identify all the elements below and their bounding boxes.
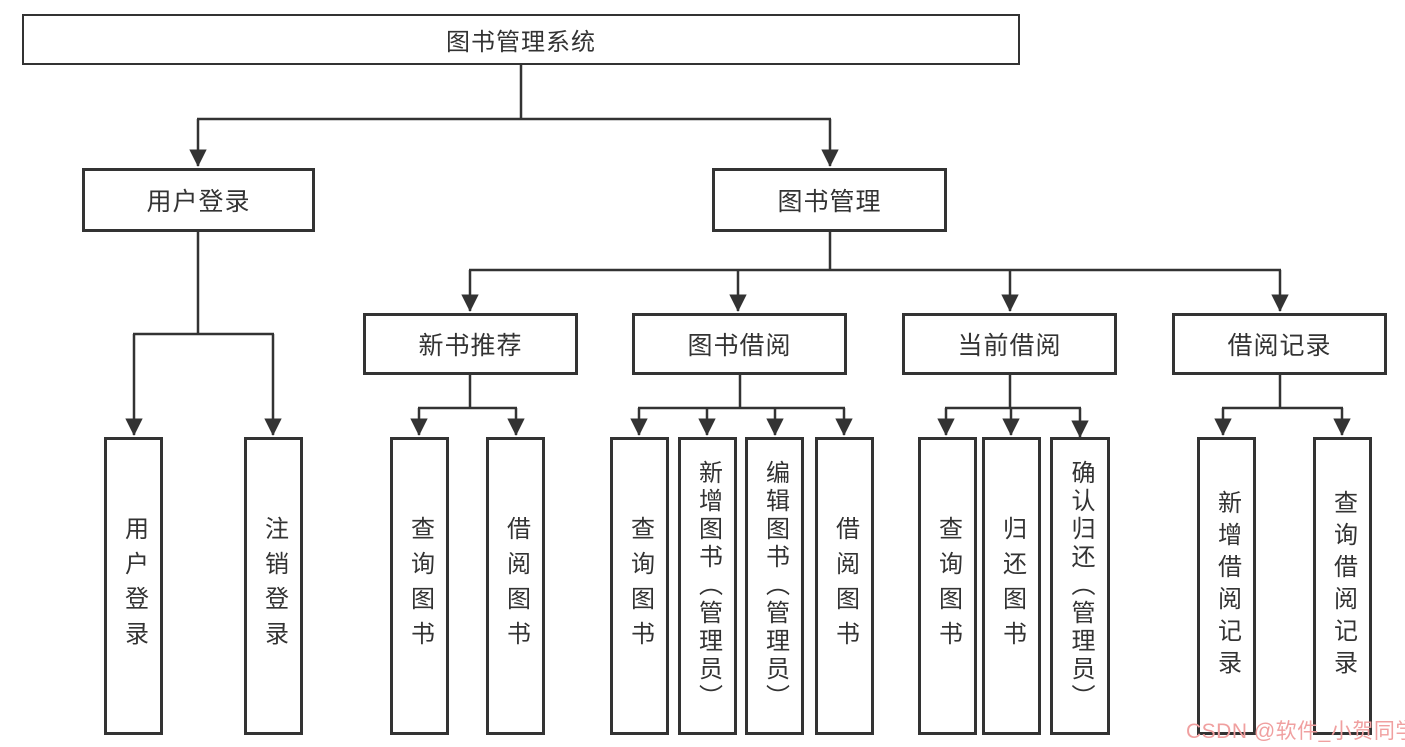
node-new-book-recommendation: 新书推荐 xyxy=(363,313,578,375)
leaf-borrow-books: 借阅图书 xyxy=(815,437,874,735)
node-user-login: 用户登录 xyxy=(82,168,315,232)
node-label: 新增图书（管理员） xyxy=(694,460,722,712)
node-current-borrowing: 当前借阅 xyxy=(902,313,1117,375)
node-label: 用户登录 xyxy=(146,188,251,216)
node-label: 查询图书 xyxy=(626,516,654,656)
leaf-query-books: 查询图书 xyxy=(610,437,669,735)
node-label: 借阅图书 xyxy=(502,516,530,656)
leaf-query-books: 查询图书 xyxy=(918,437,977,735)
node-label: 图书借阅 xyxy=(687,332,792,360)
node-label: 图书管理系统 xyxy=(446,29,596,56)
node-book-management: 图书管理 xyxy=(712,168,947,232)
node-label: 图书管理 xyxy=(777,188,882,216)
leaf-user-login: 用户登录 xyxy=(104,437,163,735)
node-label: 注销登录 xyxy=(260,516,288,656)
leaf-query-books: 查询图书 xyxy=(390,437,449,735)
node-borrowing-records: 借阅记录 xyxy=(1172,313,1387,375)
node-label: 编辑图书（管理员） xyxy=(761,460,789,712)
leaf-add-books-admin: 新增图书（管理员） xyxy=(678,437,737,735)
csdn-watermark: CSDN @软件_小贺同学 xyxy=(1186,720,1405,743)
node-label: 查询图书 xyxy=(934,516,962,656)
node-label: 当前借阅 xyxy=(957,332,1062,360)
node-label: 归还图书 xyxy=(998,516,1026,656)
node-book-borrowing: 图书借阅 xyxy=(632,313,847,375)
leaf-query-borrow-record: 查询借阅记录 xyxy=(1313,437,1372,735)
node-label: 查询图书 xyxy=(406,516,434,656)
leaf-confirm-return-admin: 确认归还（管理员） xyxy=(1050,437,1110,735)
leaf-return-books: 归还图书 xyxy=(982,437,1041,735)
node-label: 用户登录 xyxy=(120,516,148,656)
leaf-add-borrow-record: 新增借阅记录 xyxy=(1197,437,1256,735)
node-label: 查询借阅记录 xyxy=(1329,490,1357,682)
node-label: 新增借阅记录 xyxy=(1213,490,1241,682)
node-label: 借阅记录 xyxy=(1227,332,1332,360)
node-label: 新书推荐 xyxy=(418,332,523,360)
leaf-logout: 注销登录 xyxy=(244,437,303,735)
leaf-borrow-books: 借阅图书 xyxy=(486,437,545,735)
node-library-management-system: 图书管理系统 xyxy=(22,14,1020,65)
node-label: 借阅图书 xyxy=(831,516,859,656)
leaf-edit-books-admin: 编辑图书（管理员） xyxy=(745,437,804,735)
node-label: 确认归还（管理员） xyxy=(1067,460,1094,712)
